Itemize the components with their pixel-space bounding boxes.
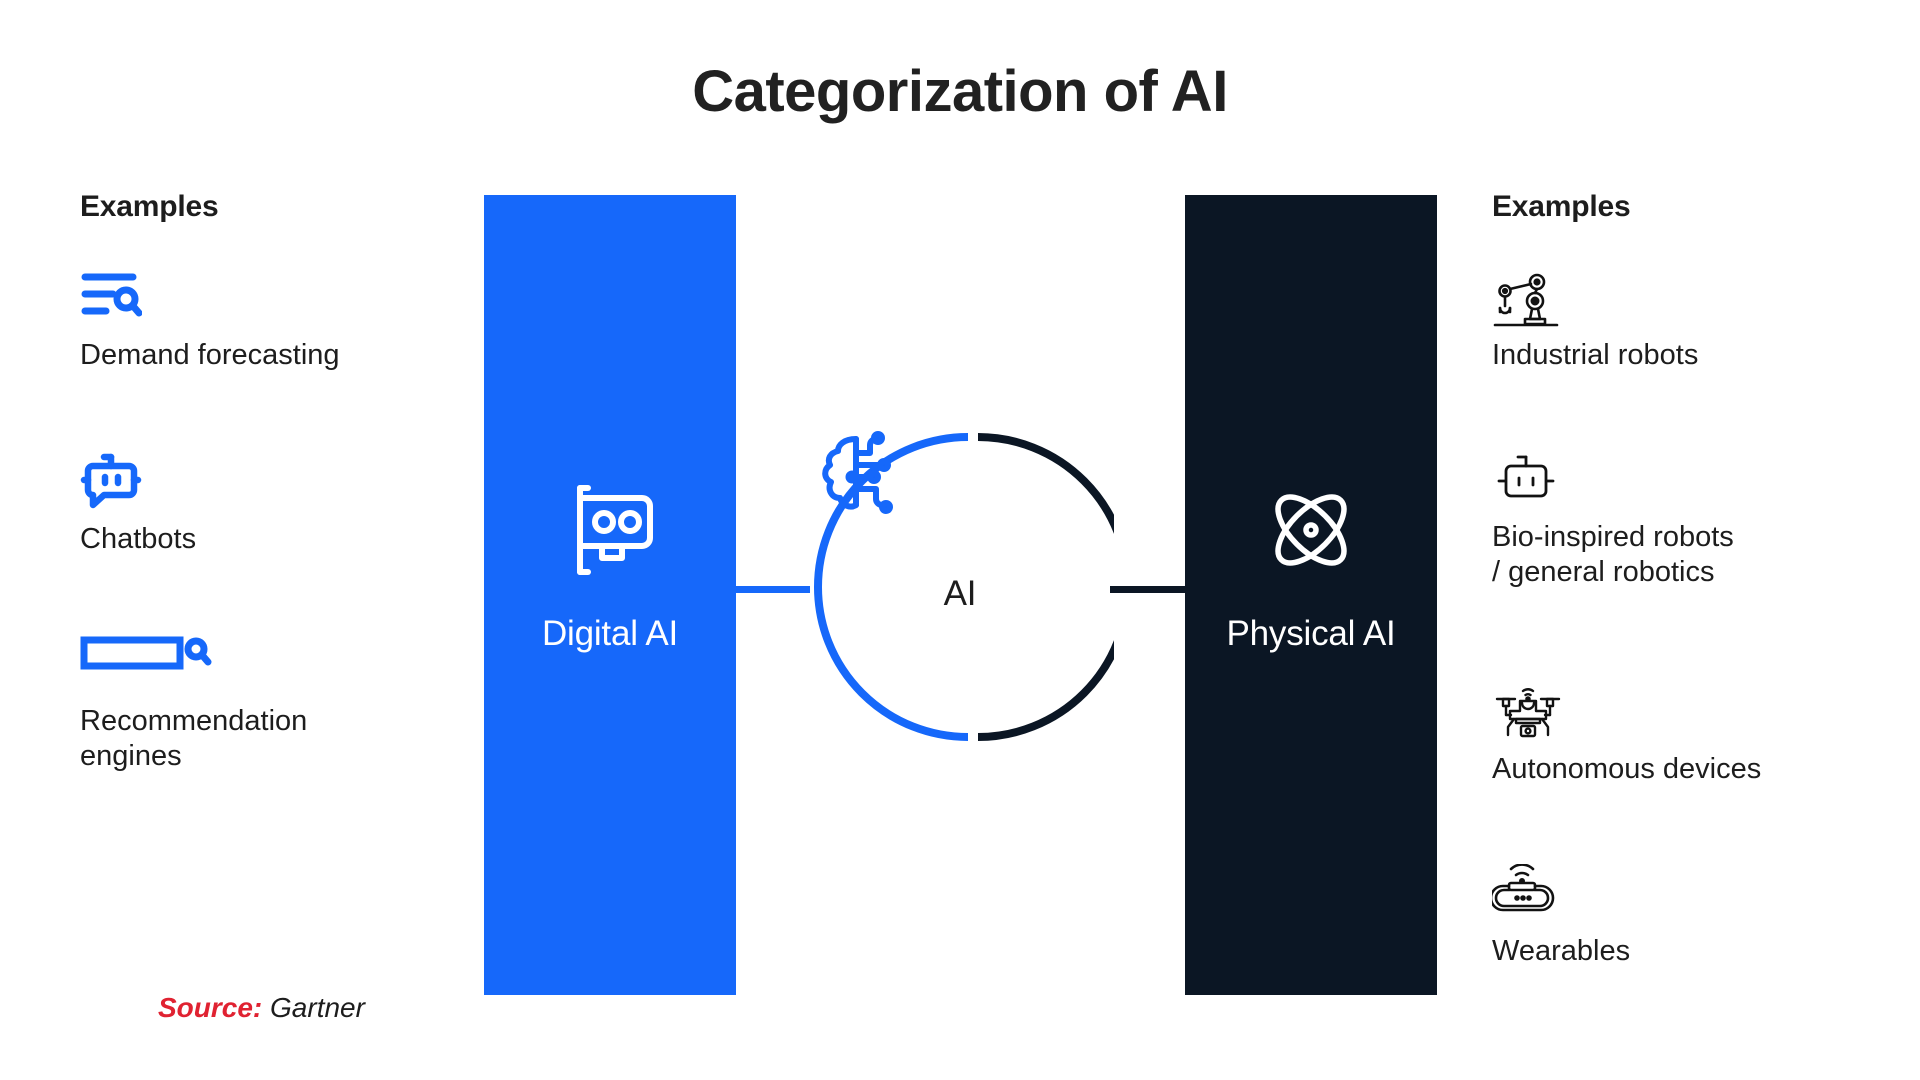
- panel-physical-ai[interactable]: Physical AI: [1185, 195, 1437, 995]
- source-value: Gartner: [270, 992, 365, 1023]
- source-label: Source:: [158, 992, 263, 1023]
- panel-physical-ai-label: Physical AI: [1226, 614, 1396, 653]
- list-item-label: Autonomous devices: [1492, 753, 1762, 785]
- list-item: Wearables: [1492, 864, 1630, 969]
- robotic-arm-icon: [1492, 268, 1698, 327]
- list-search-icon: [80, 268, 340, 326]
- panel-digital-ai-content: Digital AI: [484, 480, 736, 654]
- list-item-label: Chatbots: [80, 523, 197, 555]
- hub-content: AI: [806, 425, 1114, 749]
- list-item: Chatbots: [80, 452, 196, 557]
- connector-physical: [1110, 586, 1186, 593]
- robot-head-icon: [1492, 450, 1734, 508]
- wearable-band-icon: [1492, 864, 1630, 922]
- search-bar-icon: [80, 634, 307, 692]
- list-item: Bio-inspired robots / general robotics: [1492, 450, 1734, 591]
- right-examples-heading: Examples: [1492, 190, 1631, 223]
- center-ai-hub[interactable]: AI: [806, 425, 1114, 749]
- left-examples-heading: Examples: [80, 190, 219, 223]
- list-item-label: Bio-inspired robots / general robotics: [1492, 521, 1734, 589]
- list-item: Industrial robots: [1492, 268, 1698, 373]
- panel-physical-ai-content: Physical AI: [1185, 480, 1437, 654]
- panel-digital-ai-label: Digital AI: [541, 614, 679, 653]
- hub-ring: [814, 433, 1114, 741]
- list-item: Recommendation engines: [80, 634, 307, 775]
- graphics-card-icon: [484, 480, 736, 580]
- list-item-label: Demand forecasting: [80, 339, 340, 371]
- list-item: Demand forecasting: [80, 268, 340, 373]
- chatbot-icon: [80, 452, 196, 510]
- atom-icon: [1185, 480, 1437, 580]
- connector-digital: [736, 586, 810, 593]
- list-item-label: Recommendation engines: [80, 705, 308, 773]
- drone-icon: [1492, 682, 1761, 740]
- panel-digital-ai[interactable]: Digital AI: [484, 195, 736, 995]
- list-item-label: Wearables: [1492, 935, 1631, 967]
- source-attribution: Source: Gartner: [158, 992, 365, 1024]
- list-item: Autonomous devices: [1492, 682, 1761, 787]
- list-item-label: Industrial robots: [1492, 339, 1699, 371]
- page-title: Categorization of AI: [692, 59, 1228, 124]
- hub-label: AI: [943, 574, 977, 613]
